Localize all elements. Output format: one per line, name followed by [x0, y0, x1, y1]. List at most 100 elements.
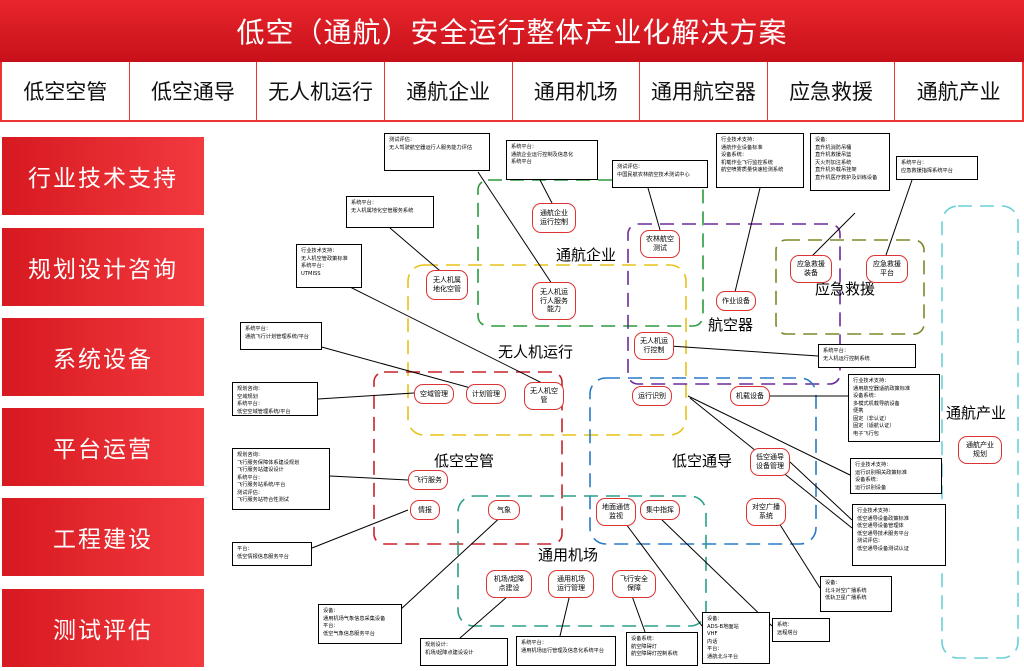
note-jizai-shebei: 行业技术支持： 通用航空器适航政策标准 设备系统： 多模式机载导航设备 便携 固…	[848, 374, 940, 442]
zone-border-dikong-tongdao	[589, 377, 817, 545]
tab-dikong-tongdao[interactable]: 低空通导	[128, 62, 257, 120]
node-jihua-guanli[interactable]: 计划管理	[466, 384, 506, 404]
node-yingji-pingtai[interactable]: 应急救援 平台	[866, 255, 908, 283]
side-item-engineering[interactable]: 工程建设	[2, 498, 204, 576]
node-wurenji-kongguan[interactable]: 无人机空 管	[524, 382, 564, 410]
node-jizhong-zhihui[interactable]: 集中指挥	[640, 500, 680, 520]
tab-tongyong-hangkongqi[interactable]: 通用航空器	[639, 62, 767, 120]
node-tongdao-shebei-guanli[interactable]: 低空通导 设备管理	[750, 448, 790, 476]
zone-label-wurenji: 无人机运行	[498, 343, 574, 361]
link-a6	[884, 179, 913, 259]
note-yingji-shebei: 设备： 直升机消防吊桶 直升机救援吊篮 灭火剂加注系统 直升机外载吊挂架 直升机…	[810, 133, 890, 191]
node-kongyu-guanli[interactable]: 空域管理	[414, 384, 454, 404]
zone-border-yingji	[775, 239, 925, 335]
tab-dikong-kongguan[interactable]: 低空空管	[23, 80, 108, 104]
node-feixing-anquan[interactable]: 飞行安全 保障	[612, 570, 656, 598]
zone-label-tongyong-jichang: 通用机场	[538, 546, 599, 564]
page-title: 低空（通航）安全运行整体产业化解决方案	[0, 0, 1024, 62]
node-qixiang[interactable]: 气象	[488, 500, 520, 520]
node-nonglin-hangkong-ceshi[interactable]: 农林航空 测试	[640, 230, 680, 258]
link-a15	[789, 461, 853, 521]
note-yingji-pingtai: 系统平台： 应急救援指挥系统平台	[896, 156, 978, 180]
category-tabs: 低空空管 低空通导 无人机运行 通航企业 通用机场 通用航空器 应急救援 通航产…	[0, 62, 1024, 122]
link-a21	[459, 595, 509, 639]
node-wurenji-fuwu-nengli[interactable]: 无人机运 行人服务 能力	[532, 282, 576, 320]
note-yuancheng-tatai: 系统： 远程塔台	[772, 618, 830, 642]
note-feixing-anquan: 设备系统： 航空障碍灯 航空障碍灯控制系统	[626, 632, 698, 666]
zone-border-wurenji	[407, 264, 687, 436]
zone-border-tonghang-chanye	[941, 205, 1019, 659]
side-item-planning-design[interactable]: 规划设计咨询	[2, 228, 204, 306]
side-item-industry-support[interactable]: 行业技术支持	[2, 137, 204, 215]
zone-label-dikong-tongdao: 低空通导	[672, 452, 733, 470]
link-a1	[477, 171, 557, 291]
link-a8	[339, 281, 547, 386]
node-tonghang-yunxing-kongzhi[interactable]: 通航企业 运行控制	[532, 203, 576, 233]
link-a5	[811, 212, 856, 257]
note-dimian-tongxin: 设备： ADS-B地面站 VHF 内话 平台： 通航北斗平台	[702, 612, 770, 664]
link-a3	[647, 187, 661, 231]
link-a16	[311, 509, 409, 549]
link-a4	[734, 187, 761, 293]
note-jichang-yunxing: 系统平台： 通用机场运行管理及信息化系统平台	[516, 636, 616, 666]
zone-label-tonghang-qiye: 通航企业	[556, 246, 617, 264]
node-jizai-shebei[interactable]: 机载设备	[730, 386, 770, 406]
tab-wurenji-yunxing[interactable]: 无人机运行	[256, 62, 384, 120]
zone-border-hangkongqi	[627, 223, 841, 385]
link-a19	[619, 515, 703, 627]
note-qingbao: 平台： 低空情报信息服务平台	[232, 542, 312, 566]
link-a20	[659, 517, 773, 627]
note-tongdao-shebei: 行业技术支持： 低空通导设备政策标准 低空通导设备管理体 低空通导技术服务平台 …	[852, 504, 946, 566]
side-item-testing[interactable]: 测试评估	[2, 589, 204, 667]
node-yingji-zhuangbei[interactable]: 应急救援 装备	[790, 255, 832, 283]
note-yunxing-shibie: 行业技术支持： 运行识别相关政策标准 设备系统： 运行识别设备	[850, 458, 942, 494]
zone-label-yingji: 应急救援	[815, 280, 876, 298]
node-feixing-fuwu[interactable]: 飞行服务	[408, 470, 448, 490]
link-a13	[687, 395, 851, 476]
node-wurenji-yunxing-kongzhi[interactable]: 无人机运 行控制	[634, 332, 674, 360]
note-wurenji-zhengce: 行业技术支持： 无人机空管政策标准 系统平台： UTMISS	[296, 244, 362, 288]
note-nonglin-ceshi: 测试评估： 中国民航农林航空技术测试中心	[612, 160, 708, 188]
link-a14	[329, 475, 409, 481]
tab-yingji-jiuyuan[interactable]: 应急救援	[766, 62, 895, 120]
note-jichang-jianshe: 规划设计： 机场/起降点建设设计	[420, 638, 508, 666]
link-a18	[399, 513, 505, 611]
link-a23	[631, 595, 646, 633]
zone-label-hangkongqi: 航空器	[708, 316, 754, 334]
note-duikong-guangbo: 设备： 北斗对空广播系统 低轨卫星广播系统	[820, 576, 892, 612]
tab-tongyong-jichang[interactable]: 通用机场	[511, 62, 640, 120]
node-jichang-yunxing[interactable]: 通用机场 运行管理	[548, 570, 594, 598]
note-qixiang: 设备： 通用机场气象信息采集设备 平台： 低空气象信息服务平台	[318, 604, 402, 644]
side-item-platform-operation[interactable]: 平台运营	[2, 408, 204, 486]
link-a22	[559, 593, 571, 637]
zone-label-dikong-kongguan: 低空空管	[434, 452, 495, 470]
note-wurenji-pinggu: 测试评估： 无人驾驶航空器运行人服务能力评估	[384, 133, 490, 171]
note-shudihua: 系统平台： 无人机属地化空管服务系统	[346, 196, 434, 228]
note-kongyu-guanli: 规划咨询： 空域规划 系统平台： 低空空域管理系统/平台	[232, 382, 318, 416]
node-wurenji-shudihua[interactable]: 无人机属 地化空管	[426, 270, 468, 300]
node-dimian-tongxin[interactable]: 地面通信 监视	[596, 498, 636, 526]
node-chanye-guihua[interactable]: 通航产业 规划	[958, 436, 1002, 464]
zone-border-tonghang-qiye	[477, 179, 704, 327]
node-yunxing-shibie[interactable]: 运行识别	[632, 386, 672, 406]
side-item-system-equipment[interactable]: 系统设备	[2, 318, 204, 396]
tab-tonghang-qiye[interactable]: 通航企业	[383, 62, 512, 120]
link-a9	[317, 345, 479, 391]
node-duikong-guangbo[interactable]: 对空广播 系统	[746, 498, 786, 526]
link-a7	[389, 227, 447, 277]
note-zuoye-shebei: 行业技术支持： 通航作业设备标准 设备系统： 机载作业飞行监控系统 航空喷雾质量…	[716, 133, 804, 188]
link-a11	[317, 392, 415, 400]
zone-label-tonghang-chanye: 通航产业	[946, 404, 1007, 422]
note-jihua-pingtai: 系统平台： 通航飞行计划管理系统/平台	[240, 322, 322, 350]
zone-border-tongyong-jichang	[457, 495, 707, 627]
link-a10	[669, 345, 819, 357]
tab-tonghang-chanye[interactable]: 通航产业	[894, 62, 1022, 120]
note-tonghang-pingtai: 系统平台： 通航企业运行控制及信息化 系统平台	[506, 140, 598, 180]
link-a2	[539, 179, 554, 206]
note-feixing-fuwu: 规划咨询： 飞行服务保障体系建设规划 飞行服务站建设设计 系统平台： 飞行服务站…	[232, 448, 330, 510]
node-qingbao[interactable]: 情报	[410, 500, 440, 520]
note-wurenji-kongzhi: 系统平台： 无人机运行控制系统	[818, 344, 916, 368]
node-zuoye-shebei[interactable]: 作业设备	[716, 291, 756, 311]
node-jichang-jianshe[interactable]: 机场/起降 点建设	[486, 570, 532, 598]
